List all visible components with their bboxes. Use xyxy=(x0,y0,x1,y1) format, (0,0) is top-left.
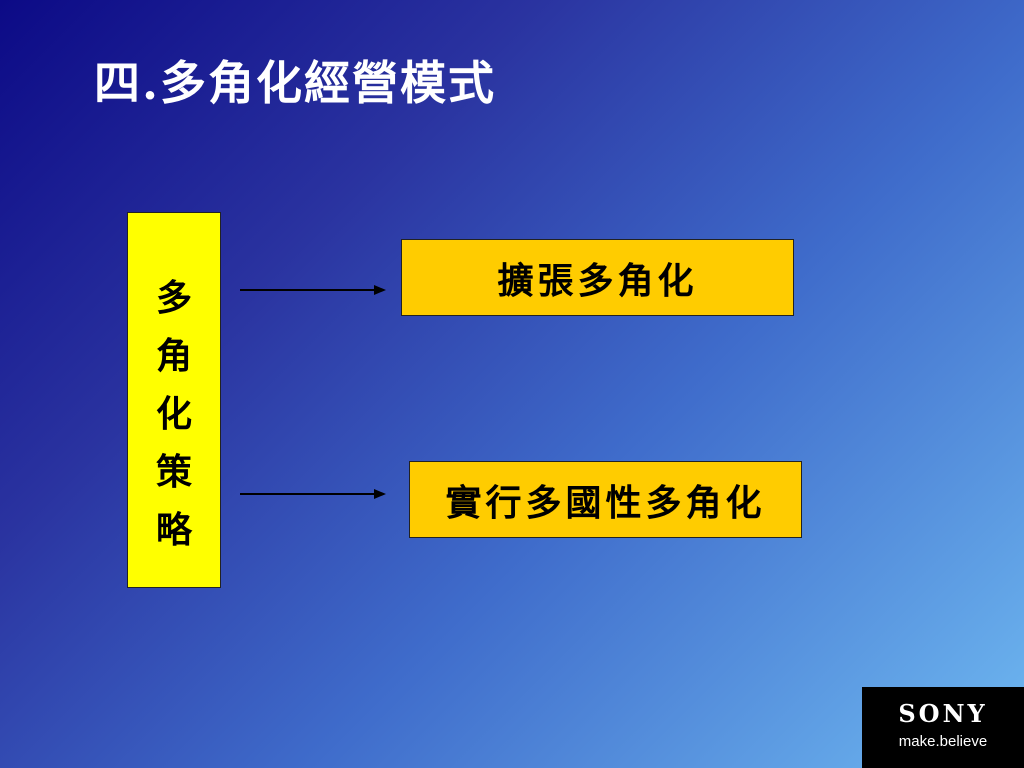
strategy-char: 策 xyxy=(155,451,192,493)
logo-tagline: make.believe xyxy=(898,733,988,750)
sony-logo: SONY make.believe xyxy=(862,687,1024,768)
strategy-char: 略 xyxy=(155,509,192,551)
option-multinational-diversification: 實行多國性多角化 xyxy=(409,461,802,538)
logo-brand: SONY xyxy=(898,699,988,728)
strategy-char: 多 xyxy=(155,277,192,319)
strategy-char: 化 xyxy=(155,393,192,435)
slide-title: 四.多角化經營模式 xyxy=(94,56,497,110)
arrow-to-multinational xyxy=(240,489,386,499)
strategy-char: 角 xyxy=(155,335,192,377)
strategy-box: 多 角 化 策 略 xyxy=(127,212,221,588)
strategy-label: 多 角 化 策 略 xyxy=(128,269,220,559)
option-expansion-diversification: 擴張多角化 xyxy=(401,239,794,316)
arrow-to-expansion xyxy=(240,285,386,295)
